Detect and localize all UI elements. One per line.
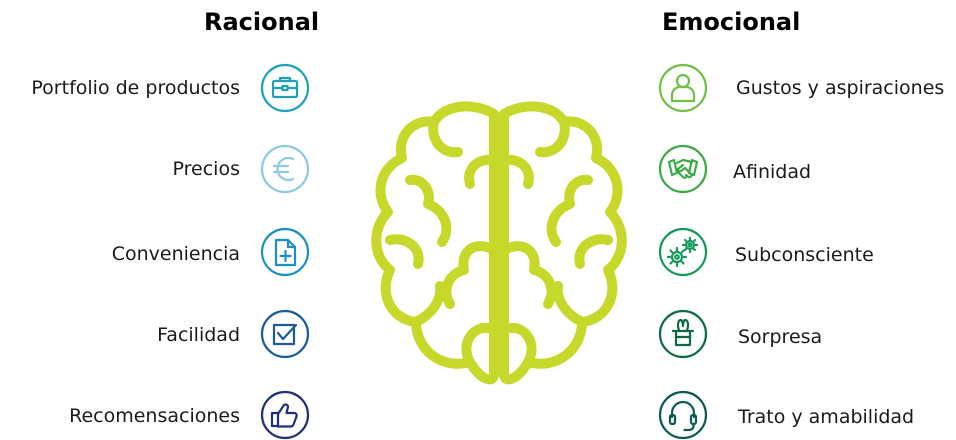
thumbs-up-icon: [260, 390, 310, 440]
rational-item-label: Facilidad: [157, 324, 240, 346]
handshake-icon: [658, 144, 708, 194]
emotional-item-label: Sorpresa: [738, 326, 823, 348]
emotional-heading: Emocional: [662, 8, 801, 36]
emotional-item-label: Afinidad: [733, 161, 812, 183]
rational-heading: Racional: [204, 8, 320, 36]
emotional-item-label: Trato y amabilidad: [738, 406, 915, 428]
headset-icon: [658, 390, 708, 440]
emotional-item-label: Gustos y aspiraciones: [736, 77, 945, 99]
emotional-item-label: Subconsciente: [735, 244, 874, 266]
rational-item-label: Recomensaciones: [69, 405, 240, 427]
rational-item-label: Portfolio de productos: [31, 77, 240, 99]
euro-icon: [260, 144, 310, 194]
magic-hat-icon: [658, 309, 708, 359]
document-plus-icon: [260, 227, 310, 277]
rational-item-label: Precios: [172, 158, 240, 180]
checkbox-icon: [260, 309, 310, 359]
person-icon: [658, 63, 708, 113]
brain-illustration: [371, 101, 627, 385]
gears-icon: [658, 227, 708, 277]
rational-item-label: Conveniencia: [111, 243, 240, 265]
toolbox-icon: [260, 63, 310, 113]
